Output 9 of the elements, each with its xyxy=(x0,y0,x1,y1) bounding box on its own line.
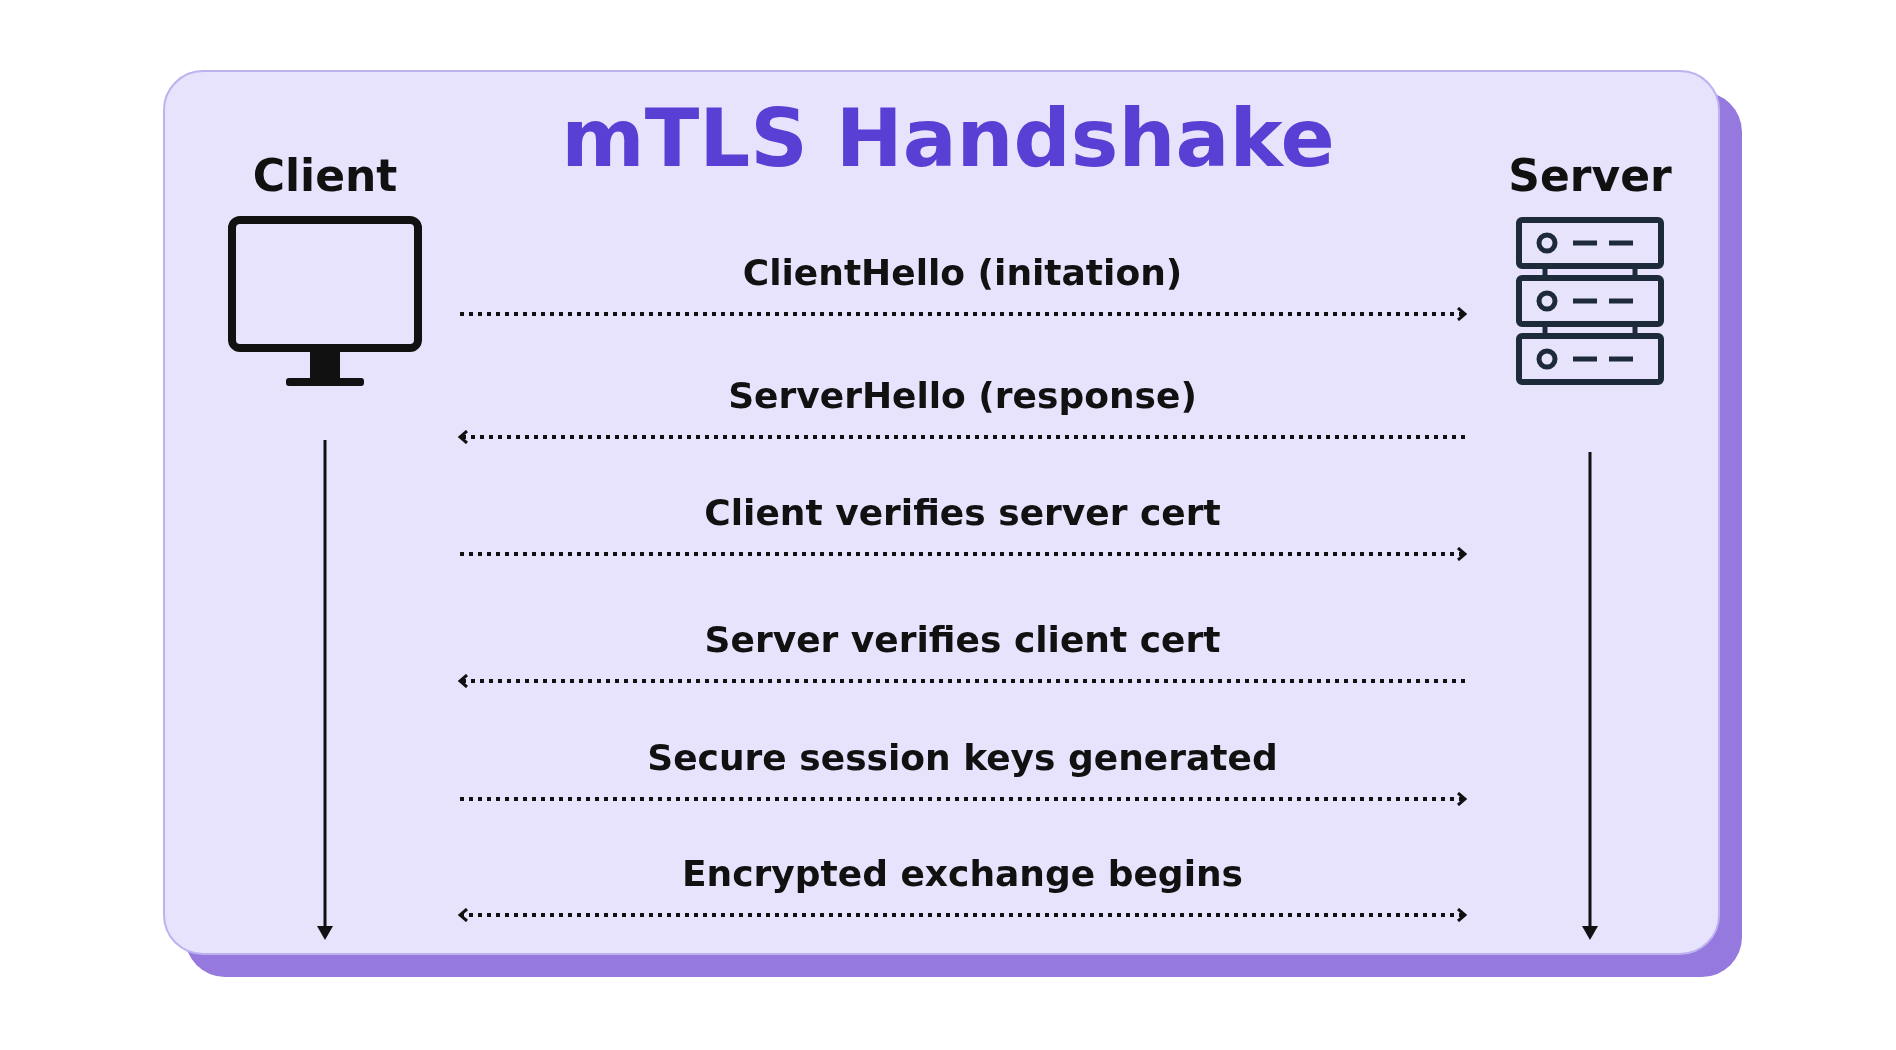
participant-label: Client xyxy=(252,150,398,201)
arrow xyxy=(460,306,1467,322)
arrow xyxy=(460,546,1467,562)
diagram-title: mTLS Handshake xyxy=(561,92,1335,185)
arrow xyxy=(460,791,1467,807)
arrow xyxy=(458,673,1465,689)
arrow xyxy=(458,429,1465,445)
arrow xyxy=(458,907,1467,923)
participant-label: Server xyxy=(1508,150,1672,201)
